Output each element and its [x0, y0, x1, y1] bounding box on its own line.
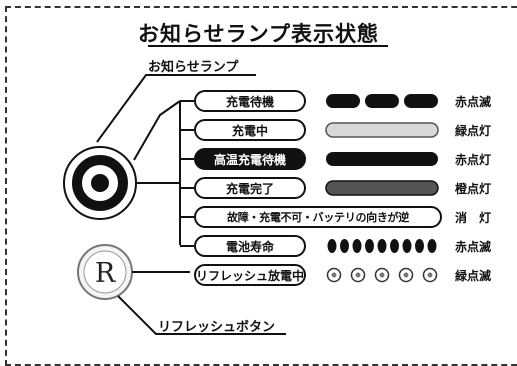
blink-dot-center [355, 272, 361, 278]
page-title: お知らせランプ表示状態 [138, 22, 379, 46]
blink-dot-center [427, 272, 433, 278]
title-underline [148, 45, 388, 47]
lamp-connector-line [133, 100, 181, 161]
lit-bar [325, 180, 439, 196]
row-label: 電池寿命 [194, 235, 306, 257]
row-status: 赤点滅 [455, 95, 492, 109]
blink-segment [326, 94, 360, 108]
blink-dot [365, 239, 374, 253]
blink-dot [390, 239, 399, 253]
row-status: 緑点滅 [455, 269, 492, 283]
row-status: 緑点灯 [455, 124, 492, 138]
pattern-indicators [325, 94, 439, 283]
blink-dot-center [403, 272, 409, 278]
row-label: 高温充電待機 [194, 148, 306, 170]
lamp-heading: お知らせランプ [148, 60, 239, 75]
refresh-button-icon: R [77, 244, 133, 300]
notification-lamp-icon [63, 146, 137, 220]
blink-segment [404, 94, 438, 108]
blink-dot [377, 239, 387, 253]
refresh-button-label: リフレッシュボタン [158, 320, 276, 335]
bracket-ticks [180, 100, 194, 247]
row-status: 赤点滅 [455, 240, 492, 254]
blink-dot [352, 239, 362, 253]
row-label: 充電待機 [194, 90, 306, 112]
row-label: 故障・充電不可・バッテリの向きが逆 [194, 206, 442, 228]
blink-dot [415, 239, 424, 253]
row-status: 消 灯 [455, 211, 492, 225]
blink-dot [402, 239, 412, 253]
lit-bar [325, 122, 439, 138]
blink-dot-center [379, 272, 385, 278]
refresh-button-symbol: R [95, 258, 116, 289]
blink-dot [340, 239, 349, 253]
row-label: 充電完了 [194, 177, 306, 199]
blink-dot [327, 239, 337, 253]
row-status: 橙点灯 [455, 182, 492, 196]
lamp-leader-line [96, 74, 256, 143]
blink-dot-center [331, 272, 337, 278]
blink-segment [365, 94, 399, 108]
refresh-leader-line [117, 295, 286, 335]
row-status: 赤点灯 [455, 153, 492, 167]
lit-bar [326, 152, 438, 166]
row-label: リフレッシュ放電中 [194, 264, 306, 286]
blink-dot [427, 239, 437, 253]
lamp-diagram: R [63, 74, 439, 335]
row-label: 充電中 [194, 119, 306, 141]
